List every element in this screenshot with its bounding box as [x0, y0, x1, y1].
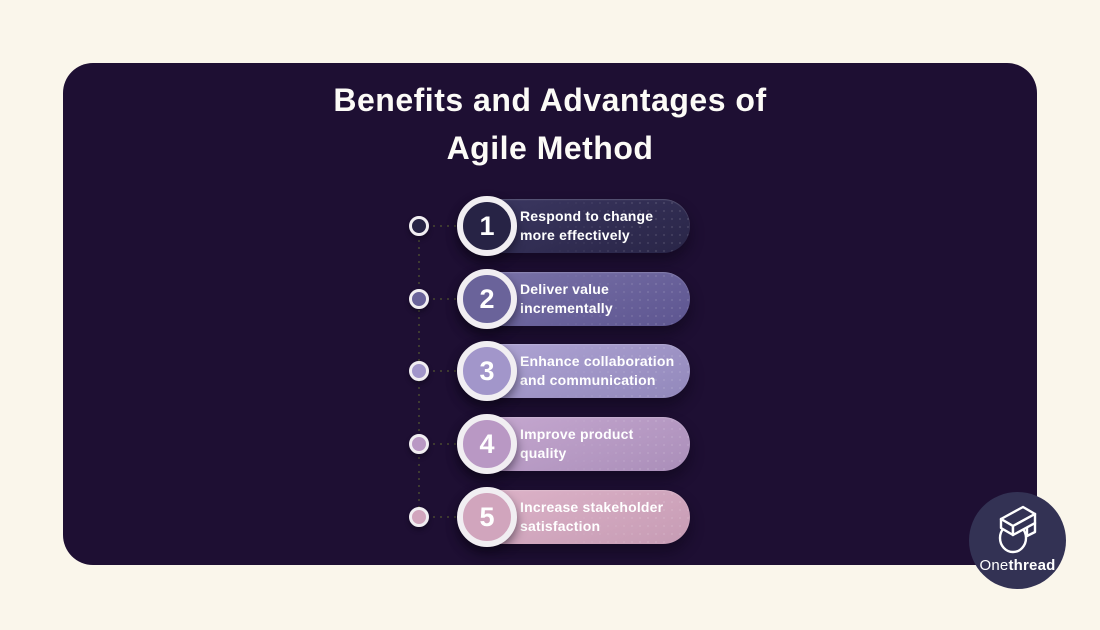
benefit-item-3: Enhance collaboration and communication …	[405, 341, 705, 401]
timeline-node-dot	[409, 434, 429, 454]
infographic-card: Benefits and Advantages of Agile Method …	[63, 63, 1037, 565]
benefit-text: Deliver value incrementally	[520, 280, 613, 318]
logo-text-bold: thread	[1008, 557, 1056, 574]
benefit-item-5: Increase stakeholder satisfaction 5	[405, 487, 705, 547]
logo-text-regular: One	[979, 557, 1009, 574]
benefit-text-line-1: Deliver value	[520, 281, 609, 297]
benefit-number: 1	[479, 210, 495, 241]
benefit-number: 4	[479, 428, 495, 459]
benefit-number-circle: 4	[457, 414, 517, 474]
title-line-2: Agile Method	[446, 130, 654, 166]
benefit-number: 3	[479, 355, 495, 386]
benefit-text-line-1: Improve product	[520, 426, 634, 442]
benefit-item-2: Deliver value incrementally 2	[405, 269, 705, 329]
benefit-text: Respond to change more effectively	[520, 207, 653, 245]
benefit-item-1: Respond to change more effectively 1	[405, 196, 705, 256]
benefit-text-line-1: Enhance collaboration	[520, 353, 675, 369]
dotted-connector	[433, 516, 459, 518]
onethread-spool-icon	[998, 505, 1037, 554]
dotted-connector	[433, 443, 459, 445]
benefit-text-line-2: and communication	[520, 372, 656, 388]
timeline-node-dot	[409, 361, 429, 381]
benefit-number-circle: 3	[457, 341, 517, 401]
timeline-node-dot	[409, 216, 429, 236]
benefit-text-line-1: Increase stakeholder	[520, 499, 664, 515]
benefit-text: Improve product quality	[520, 425, 633, 463]
benefit-text: Enhance collaboration and communication	[520, 352, 674, 390]
page-title: Benefits and Advantages of Agile Method	[63, 76, 1037, 172]
timeline-node-dot	[409, 507, 429, 527]
benefit-number: 5	[479, 501, 495, 532]
title-line-1: Benefits and Advantages of	[333, 82, 767, 118]
benefit-text: Increase stakeholder satisfaction	[520, 498, 663, 536]
onethread-logo-text: Onethread	[969, 557, 1066, 574]
benefit-pill: Deliver value incrementally	[460, 272, 690, 326]
onethread-logo: Onethread	[969, 492, 1066, 589]
benefit-text-line-2: quality	[520, 445, 567, 461]
benefit-text-line-1: Respond to change	[520, 208, 654, 224]
benefit-text-line-2: incrementally	[520, 300, 613, 316]
benefit-text-line-2: more effectively	[520, 227, 630, 243]
benefit-text-line-2: satisfaction	[520, 518, 601, 534]
benefit-number-circle: 2	[457, 269, 517, 329]
benefit-number-circle: 1	[457, 196, 517, 256]
dotted-connector	[433, 225, 459, 227]
benefit-number: 2	[479, 283, 495, 314]
dotted-connector	[433, 370, 459, 372]
timeline-node-dot	[409, 289, 429, 309]
dotted-connector	[433, 298, 459, 300]
benefit-item-4: Improve product quality 4	[405, 414, 705, 474]
benefit-number-circle: 5	[457, 487, 517, 547]
